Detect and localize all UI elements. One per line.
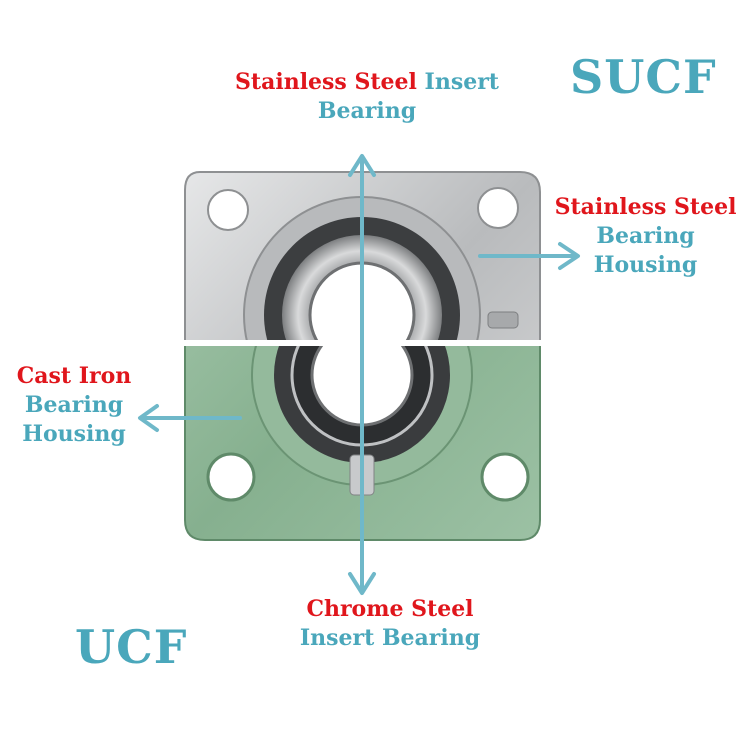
arrow-down-icon: [348, 343, 376, 595]
right-housing-part-line1: Bearing: [596, 223, 695, 249]
ucf-title: UCF: [75, 620, 188, 674]
bottom-insert-label: Chrome Steel Insert Bearing: [260, 595, 520, 653]
top-insert-part-line2: Bearing: [317, 98, 417, 124]
bottom-insert-part: Insert Bearing: [299, 625, 481, 651]
right-housing-material: Stainless Steel: [554, 194, 737, 220]
arrow-right-icon: [478, 242, 580, 270]
arrow-left-icon: [138, 404, 242, 432]
top-insert-label: Stainless Steel Insert Bearing: [222, 68, 512, 126]
top-insert-material: Stainless Steel: [235, 69, 417, 95]
left-housing-part-line1: Bearing: [24, 392, 124, 418]
left-housing-material: Cast Iron: [16, 363, 132, 389]
right-housing-label: Stainless Steel Bearing Housing: [548, 193, 743, 280]
left-housing-part-line2: Housing: [22, 421, 126, 447]
arrow-up-icon: [348, 154, 376, 347]
sucf-title: SUCF: [570, 50, 717, 104]
bottom-insert-material: Chrome Steel: [306, 596, 474, 622]
left-housing-label: Cast Iron Bearing Housing: [5, 362, 143, 449]
top-insert-part: Insert: [424, 69, 499, 95]
right-housing-part-line2: Housing: [593, 252, 698, 278]
